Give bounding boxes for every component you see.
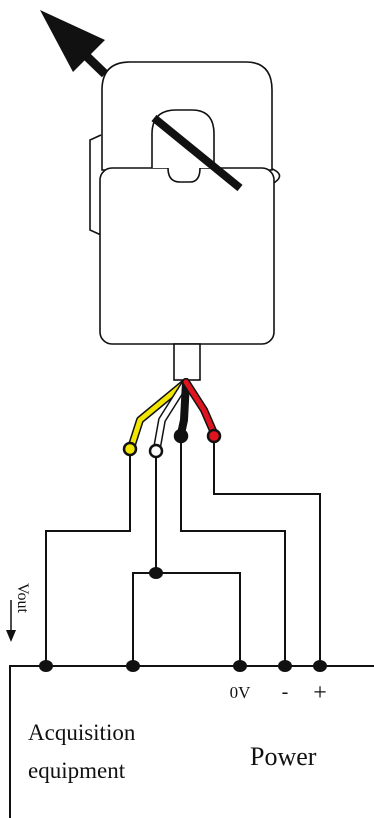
plus-label: + xyxy=(313,680,327,706)
yellow-terminal xyxy=(122,441,138,457)
fanned-wires xyxy=(127,378,218,452)
acquisition-label-line2: equipment xyxy=(28,758,126,783)
arrow-up-left-icon xyxy=(40,10,109,78)
cable-stub xyxy=(173,343,201,381)
white-terminal xyxy=(148,443,164,459)
junction-dots xyxy=(39,567,327,672)
red-terminal xyxy=(206,428,222,444)
zero-v-label: 0V xyxy=(230,683,252,702)
power-label: Power xyxy=(250,742,317,771)
vout-arrow xyxy=(6,600,16,642)
vout-label: Vout xyxy=(14,583,31,613)
wiring-lines xyxy=(9,442,374,818)
core-slash xyxy=(151,114,243,192)
minus-label: - xyxy=(282,681,289,703)
acquisition-label-line1: Acquisition xyxy=(28,720,136,745)
current-transformer xyxy=(89,61,281,345)
black-terminal xyxy=(173,428,189,444)
